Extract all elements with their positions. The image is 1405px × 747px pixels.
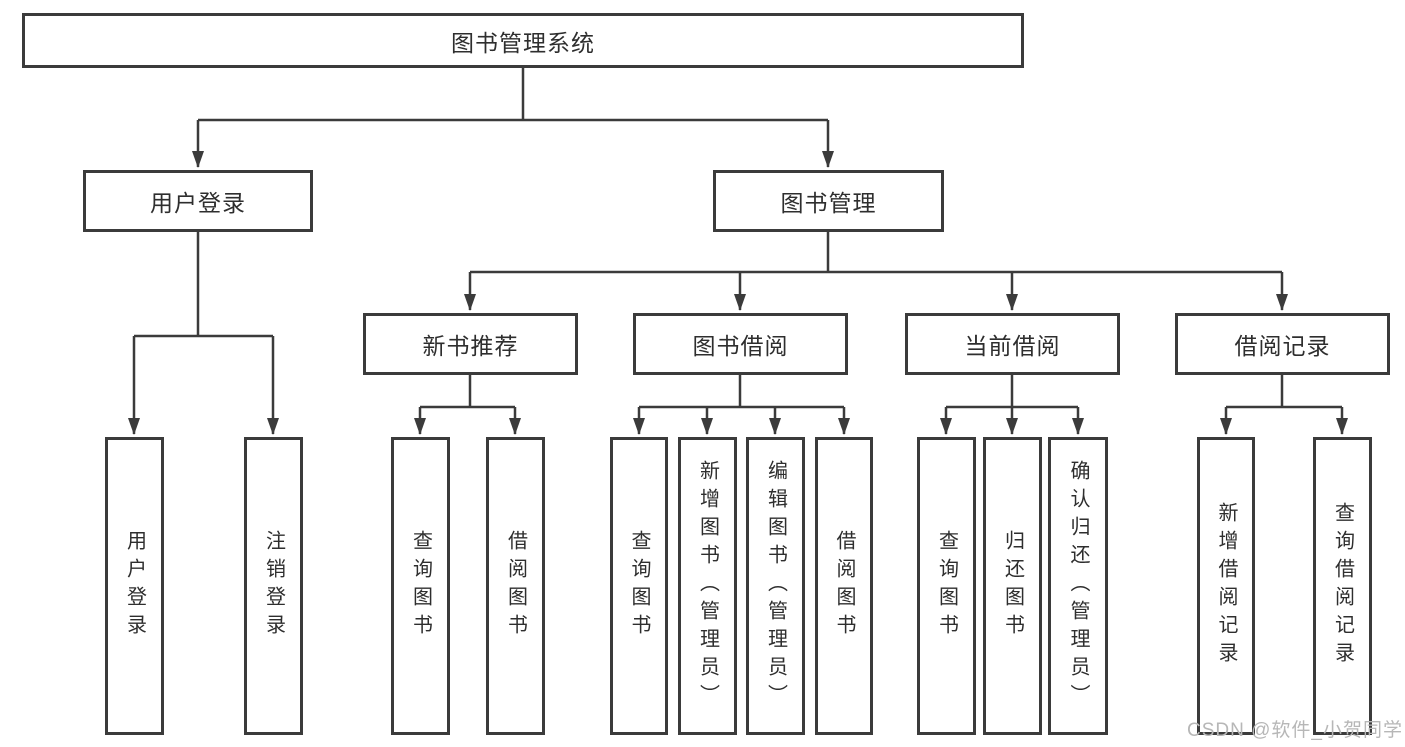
leaf-confirm-return-admin: 确认归还（管理员） [1048, 437, 1108, 735]
leaf-return-books: 归还图书 [983, 437, 1042, 735]
node-label: 查询借阅记录 [1331, 502, 1354, 670]
node-label: 注销登录 [262, 530, 285, 642]
node-label: 借阅记录 [1234, 333, 1331, 359]
leaf-borrow-books-recommend: 借阅图书 [486, 437, 545, 735]
node-label: 当前借阅 [964, 333, 1061, 359]
node-user-login: 用户登录 [83, 170, 313, 232]
leaf-user-login: 用户登录 [105, 437, 164, 735]
leaf-add-book-admin: 新增图书（管理员） [678, 437, 737, 735]
node-label: 确认归还（管理员） [1067, 460, 1089, 712]
leaf-query-books-borrow: 查询图书 [610, 437, 668, 735]
node-current-borrowing: 当前借阅 [905, 313, 1120, 375]
node-label: 查询图书 [935, 530, 958, 642]
node-label: 借阅图书 [504, 530, 527, 642]
leaf-query-borrow-record: 查询借阅记录 [1313, 437, 1372, 735]
node-label: 借阅图书 [833, 530, 855, 642]
leaf-logout: 注销登录 [244, 437, 303, 735]
node-label: 归还图书 [1001, 530, 1024, 642]
node-borrowing-records: 借阅记录 [1175, 313, 1390, 375]
node-new-book-recommendation: 新书推荐 [363, 313, 578, 375]
node-label: 编辑图书（管理员） [764, 460, 787, 712]
node-label: 用户登录 [123, 530, 146, 642]
node-label: 用户登录 [150, 190, 246, 216]
node-label: 查询图书 [409, 530, 432, 642]
leaf-borrow-books: 借阅图书 [815, 437, 873, 735]
node-label: 新书推荐 [422, 333, 519, 359]
node-label: 新增图书（管理员） [696, 460, 719, 712]
leaf-query-books-recommend: 查询图书 [391, 437, 450, 735]
node-library-system: 图书管理系统 [22, 13, 1024, 68]
node-label: 查询图书 [628, 530, 650, 642]
leaf-add-borrow-record: 新增借阅记录 [1197, 437, 1255, 735]
node-book-borrowing: 图书借阅 [633, 313, 848, 375]
node-label: 图书管理 [780, 190, 877, 216]
leaf-query-books-current: 查询图书 [917, 437, 976, 735]
node-label: 图书管理系统 [451, 29, 595, 56]
leaf-edit-book-admin: 编辑图书（管理员） [746, 437, 805, 735]
csdn-watermark: CSDN @软件_小贺同学 [1187, 720, 1403, 741]
node-label: 图书借阅 [692, 333, 789, 359]
node-label: 新增借阅记录 [1215, 502, 1237, 670]
node-book-management: 图书管理 [713, 170, 944, 232]
